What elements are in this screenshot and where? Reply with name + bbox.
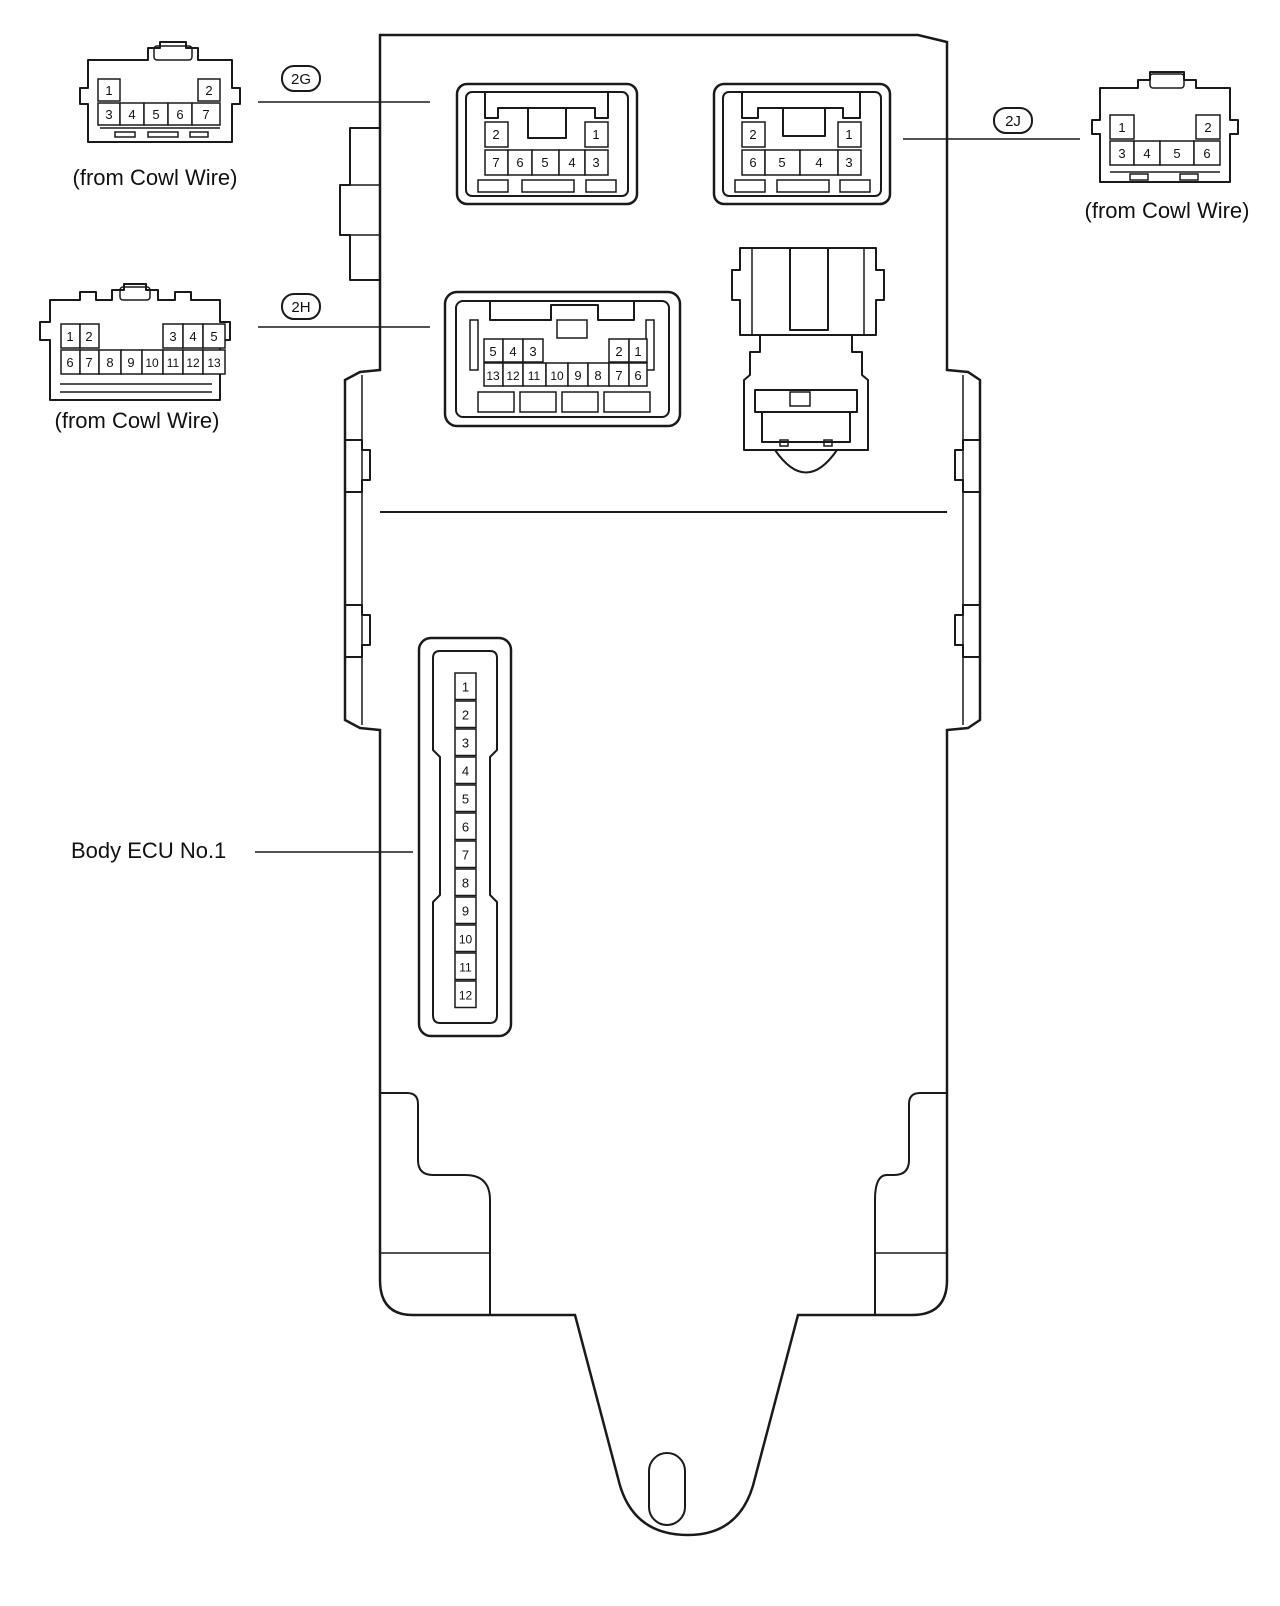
socket-2g-pin: 5: [541, 155, 548, 170]
plug-2g-caption: (from Cowl Wire): [73, 165, 238, 190]
socket-2g-pin: 1: [592, 127, 599, 142]
badge-2g: 2G: [281, 65, 321, 92]
plug-2g-pin: 2: [205, 83, 212, 98]
plug-2g: 1 2 3 4 5 6 7: [79, 41, 241, 143]
socket-2g-pin: 6: [516, 155, 523, 170]
socket-2h-pin: 9: [574, 368, 581, 383]
plug-2g-pin: 6: [176, 107, 183, 122]
socket-2h-pin: 8: [594, 368, 601, 383]
body-ecu-pin-cell: [454, 896, 477, 925]
body-ecu-pin: 6: [462, 819, 469, 834]
body-ecu-pin-cell: [454, 728, 477, 757]
plug-2h-pin: 4: [189, 329, 196, 344]
plug-2h-pin: 11: [167, 356, 180, 370]
body-ecu-pin-cell: [454, 784, 477, 813]
plug-2h-pin: 5: [210, 329, 217, 344]
plug-2g-pin: 5: [152, 107, 159, 122]
badge-2h: 2H: [281, 293, 321, 320]
body-ecu-pin-cell: [454, 868, 477, 897]
socket-2h: 5 4 3 2 1 13 12 11 10 9 8 7 6: [443, 290, 682, 428]
plug-2g-pin: 7: [202, 107, 209, 122]
socket-2g-pin: 4: [568, 155, 575, 170]
socket-2g: 2 1 7 6 5 4 3: [455, 82, 639, 206]
plug-2g-pin: 1: [105, 83, 112, 98]
socket-2j-pin: 1: [845, 127, 852, 142]
body-ecu-label: Body ECU No.1: [71, 838, 226, 863]
body-ecu-pin: 9: [462, 903, 469, 918]
mounting-hole: [648, 1452, 686, 1526]
plug-2g-pin: 3: [105, 107, 112, 122]
body-ecu-pin: 3: [462, 735, 469, 750]
plug-2h-pin: 13: [207, 356, 221, 370]
body-ecu-pin-cell: [454, 812, 477, 841]
plug-2h-pin: 8: [106, 355, 113, 370]
socket-2h-pin: 6: [634, 368, 641, 383]
socket-2g-pin: 2: [492, 127, 499, 142]
plug-2h-pin: 7: [85, 355, 92, 370]
socket-2g-pin: 7: [492, 155, 499, 170]
socket-2j-pin: 6: [749, 155, 756, 170]
body-ecu-pin-cell: [454, 980, 477, 1009]
plug-2j-caption: (from Cowl Wire): [1085, 198, 1250, 223]
body-ecu-pin: 10: [459, 932, 473, 946]
body-ecu-pin: 12: [459, 988, 473, 1002]
plug-2h-pin: 9: [127, 355, 134, 370]
plug-2j: 1 2 3 4 5 6: [1091, 71, 1239, 183]
badge-2g-label: 2G: [291, 71, 311, 88]
socket-2h-pin: 10: [550, 369, 564, 383]
socket-2g-pin: 3: [592, 155, 599, 170]
plug-2h-pin: 1: [66, 329, 73, 344]
socket-2h-pin: 3: [529, 344, 536, 359]
plug-2j-pin: 3: [1118, 146, 1125, 161]
body-ecu-pin: 1: [462, 679, 469, 694]
body-ecu-pin-cell: [454, 840, 477, 869]
socket-2j-pin: 3: [845, 155, 852, 170]
socket-2h-pin: 2: [615, 344, 622, 359]
body-ecu-pin: 5: [462, 791, 469, 806]
body-ecu-pin-cell: [454, 700, 477, 729]
socket-2h-pin: 11: [528, 369, 541, 383]
body-ecu-pin-cell: [454, 952, 477, 981]
socket-2h-pin: 5: [489, 344, 496, 359]
socket-2j-pin: 4: [815, 155, 822, 170]
plug-2j-pin: 5: [1173, 146, 1180, 161]
junction-block-housing: [339, 33, 982, 1537]
socket-2h-pin: 7: [615, 368, 622, 383]
relay-clip: [731, 247, 885, 474]
body-ecu-pin-cell: [454, 924, 477, 953]
plug-2j-pin: 1: [1118, 120, 1125, 135]
socket-2h-pin: 12: [506, 369, 520, 383]
plug-2h-pin: 10: [145, 356, 159, 370]
plug-2j-pin: 2: [1204, 120, 1211, 135]
plug-2h-pin: 6: [66, 355, 73, 370]
body-ecu-pin: 7: [462, 847, 469, 862]
socket-2h-pin: 4: [509, 344, 516, 359]
body-ecu-pin: 4: [462, 763, 469, 778]
plug-2h-pin: 12: [186, 356, 200, 370]
plug-2h-pin: 3: [169, 329, 176, 344]
socket-2j-pin: 5: [778, 155, 785, 170]
plug-2h-caption: (from Cowl Wire): [55, 408, 220, 433]
body-ecu-pin-cell: [454, 756, 477, 785]
plug-2g-pin: 4: [128, 107, 135, 122]
socket-2h-pin: 1: [634, 344, 641, 359]
badge-2h-label: 2H: [291, 299, 310, 316]
plug-2j-pin: 4: [1143, 146, 1150, 161]
socket-2h-pin: 13: [486, 369, 500, 383]
badge-2j: 2J: [993, 107, 1033, 134]
plug-2h-pin: 2: [85, 329, 92, 344]
plug-2h: 1 2 3 4 5 6 7 8 9 10 11 12 13: [39, 283, 231, 401]
socket-2j-pin: 2: [749, 127, 756, 142]
body-ecu-pin: 8: [462, 875, 469, 890]
badge-2j-label: 2J: [1005, 113, 1021, 130]
plug-2j-pin: 6: [1203, 146, 1210, 161]
socket-2j: 2 1 6 5 4 3: [712, 82, 892, 206]
body-ecu-pin: 2: [462, 707, 469, 722]
body-ecu-pin-cell: [454, 672, 477, 701]
body-ecu-pin: 11: [459, 960, 472, 974]
